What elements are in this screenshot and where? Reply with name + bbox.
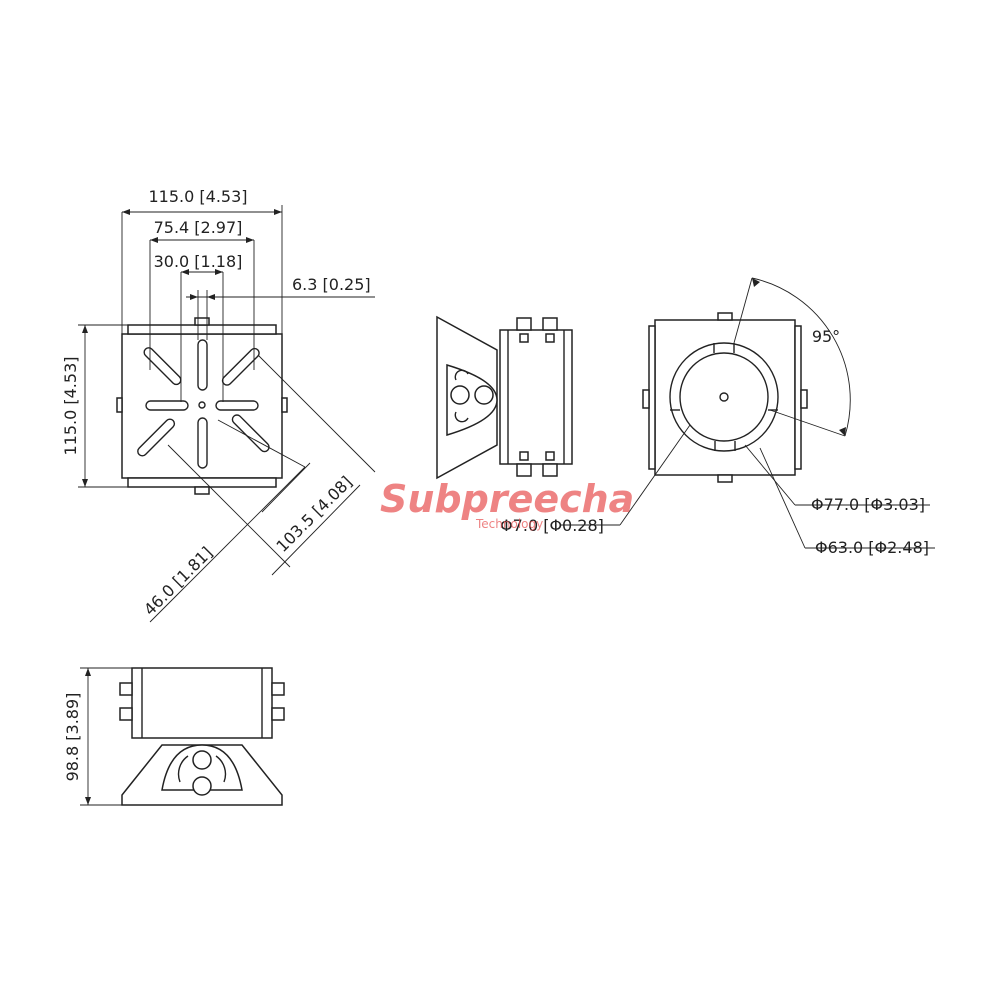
dim-inner-diameter: Φ63.0 [Φ2.48] [815, 538, 929, 557]
slot-diag-tr [221, 347, 260, 386]
front-left-bolt [116, 397, 123, 413]
dim-height-overall: 115.0 [4.53] [61, 357, 80, 456]
outer-ring [669, 342, 779, 452]
side-bolt-1 [450, 385, 470, 405]
side-bolt-2 [474, 385, 494, 405]
dim-diagonal-short: 46.0 [1.81] [140, 543, 216, 619]
top-center-hole [719, 392, 729, 402]
bottom-bolt-2 [192, 776, 212, 796]
slot-diag-bl [137, 418, 176, 457]
front-top-nut [194, 317, 210, 326]
slot-diag-tl [143, 347, 182, 386]
top-plate [654, 319, 796, 476]
slot-right [215, 400, 259, 411]
dim-center-slot: 30.0 [1.18] [154, 252, 243, 271]
front-right-bolt [281, 397, 288, 413]
watermark-sub: Technology [475, 517, 543, 531]
dim-angle: 95° [812, 327, 840, 346]
bottom-view: 98.8 [3.89] [63, 667, 285, 806]
front-view: 115.0 [4.53] 75.4 [2.97] 30.0 [1.18] 6.3… [61, 187, 376, 623]
side-clamp-box [499, 329, 573, 465]
bottom-bolt-1 [192, 750, 212, 770]
center-hole [198, 401, 206, 409]
dim-hole-diameter: Φ7.0 [Φ0.28] [500, 516, 604, 535]
inner-ring [679, 352, 769, 442]
slot-top [197, 339, 208, 391]
slot-left [145, 400, 189, 411]
watermark-brand: Subpreecha [380, 477, 634, 521]
dim-slot-width: 6.3 [0.25] [292, 275, 371, 294]
watermark: Subpreecha Technology [380, 477, 634, 531]
dim-diagonal-long: 103.5 [4.08] [272, 472, 355, 555]
front-bottom-nut [194, 486, 210, 495]
slot-bottom [197, 417, 208, 469]
dim-outer-diameter: Φ77.0 [Φ3.03] [811, 495, 925, 514]
dim-slot-span: 75.4 [2.97] [154, 218, 243, 237]
dim-bottom-height: 98.8 [3.89] [63, 693, 82, 782]
top-view: 95° Φ77.0 [Φ3.03] Φ63.0 [Φ2.48] Φ7.0 [Φ0… [500, 277, 935, 557]
bottom-clamp-box [131, 667, 273, 739]
side-view [436, 315, 573, 480]
dim-width-overall: 115.0 [4.53] [149, 187, 248, 206]
side-plate [446, 363, 498, 437]
